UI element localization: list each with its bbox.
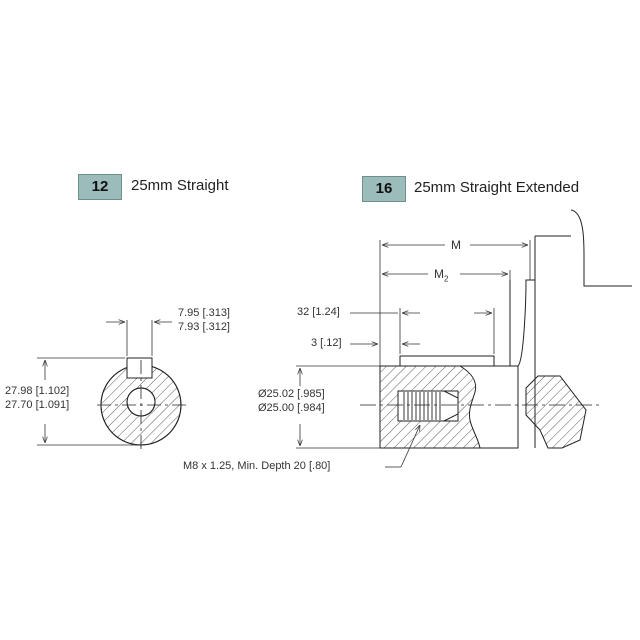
thread-lines [403, 392, 441, 420]
end-view-dimensions [37, 320, 172, 446]
m2-main: M [434, 267, 444, 281]
key-offset-label: 3 [.12] [311, 337, 342, 349]
view-number-badge-16: 16 [362, 176, 406, 202]
end-view [97, 357, 186, 450]
height-max-label: 27.98 [1.102] [5, 385, 70, 397]
overall-length-m-label: M [451, 238, 461, 252]
thread-note-label: M8 x 1.25, Min. Depth 20 [.80] [183, 460, 331, 472]
diameter-min-label: Ø25.00 [.984] [258, 402, 325, 414]
shaft-flange [517, 279, 536, 448]
view-title-straight-extended: 25mm Straight Extended [414, 179, 580, 196]
height-min-label: 27.70 [1.091] [5, 399, 70, 411]
view-number-badge-12: 12 [78, 174, 122, 200]
keyway-notch [126, 357, 153, 379]
key-length-label: 32 [1.24] [297, 306, 340, 318]
view-title-straight: 25mm Straight [131, 177, 229, 194]
key [399, 355, 495, 367]
key-width-min-label: 7.93 [.312] [178, 321, 230, 333]
key-width-max-label: 7.95 [.313] [178, 307, 230, 319]
length-m2-label: M2 [434, 268, 448, 285]
m2-subscript: 2 [444, 274, 449, 284]
motor-housing-section [525, 375, 587, 449]
side-view-dimensions [296, 240, 531, 468]
diameter-max-label: Ø25.02 [.985] [258, 388, 325, 400]
side-view [360, 209, 632, 449]
